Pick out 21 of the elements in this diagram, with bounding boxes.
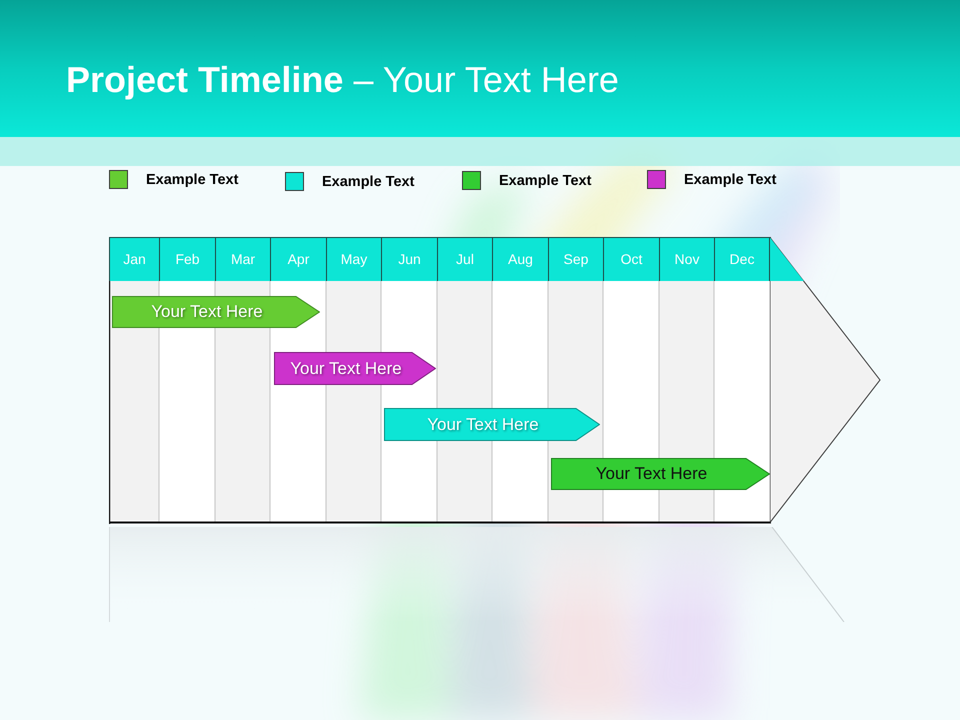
month-header: Mar [215,237,270,281]
title: Project Timeline – Your Text Here [66,59,619,101]
task-bar: Your Text Here [384,408,600,441]
task-bar: Your Text Here [112,296,320,328]
legend-label: Example Text [499,172,592,190]
month-header: Aug [492,237,548,281]
month-header: Jun [381,237,437,281]
legend-label: Example Text [684,171,776,189]
month-header: Dec [714,237,770,281]
task-bar: Your Text Here [274,352,436,385]
month-header: Oct [603,237,659,281]
legend-label: Example Text [322,173,414,191]
month-header: Sep [548,237,603,281]
legend-label: Example Text [146,171,238,189]
month-header: Feb [159,237,215,281]
month-header: Nov [659,237,714,281]
task-bar: Your Text Here [551,458,770,490]
month-header: Apr [270,237,326,281]
month-header: May [326,237,381,281]
month-header: Jul [437,237,492,281]
month-header: Jan [109,237,159,281]
